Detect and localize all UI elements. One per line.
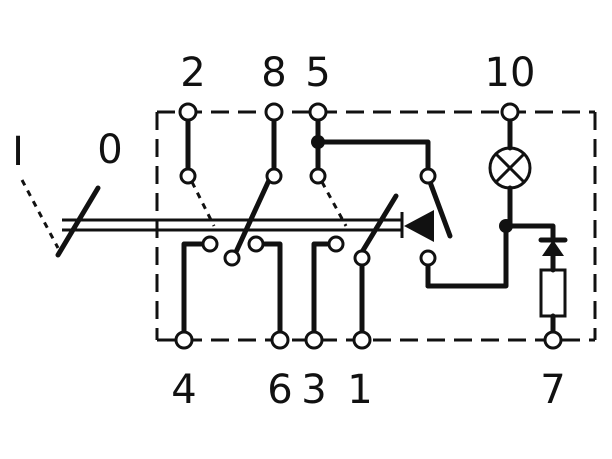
rocker-switch-icon	[20, 179, 404, 258]
lamp-icon	[488, 146, 532, 190]
terminal-3[interactable]	[304, 330, 324, 350]
label-terminal-3: 3	[301, 367, 326, 413]
terminal-1[interactable]	[352, 330, 372, 350]
terminal-6[interactable]	[270, 330, 290, 350]
diode-resistor-branch	[538, 237, 568, 343]
label-position-I: I	[12, 129, 24, 175]
internal-contacts	[179, 167, 437, 267]
terminal-8[interactable]	[264, 102, 284, 122]
terminal-4[interactable]	[174, 330, 194, 350]
junction-node-lamp	[499, 219, 513, 233]
label-terminal-1: 1	[347, 367, 372, 413]
label-terminal-8: 8	[261, 50, 286, 96]
label-terminal-7: 7	[540, 367, 565, 413]
lower-contacts	[181, 241, 365, 343]
label-terminal-2: 2	[180, 50, 205, 96]
terminal-10[interactable]	[500, 102, 520, 122]
label-terminal-4: 4	[171, 367, 196, 413]
switch-housing	[155, 110, 597, 342]
upper-contacts	[185, 109, 399, 255]
terminal-5[interactable]	[308, 102, 328, 122]
label-terminal-10: 10	[485, 50, 536, 96]
terminal-7[interactable]	[543, 330, 563, 350]
label-terminal-6: 6	[267, 367, 292, 413]
pilot-contact	[315, 139, 509, 289]
resistor-icon	[539, 268, 567, 318]
lamp-branch	[488, 109, 556, 243]
terminal-2[interactable]	[178, 102, 198, 122]
label-terminal-5: 5	[305, 50, 330, 96]
junction-node-5	[311, 135, 325, 149]
diode-icon	[538, 237, 568, 256]
label-position-0: 0	[97, 127, 122, 173]
external-terminals	[174, 102, 563, 350]
